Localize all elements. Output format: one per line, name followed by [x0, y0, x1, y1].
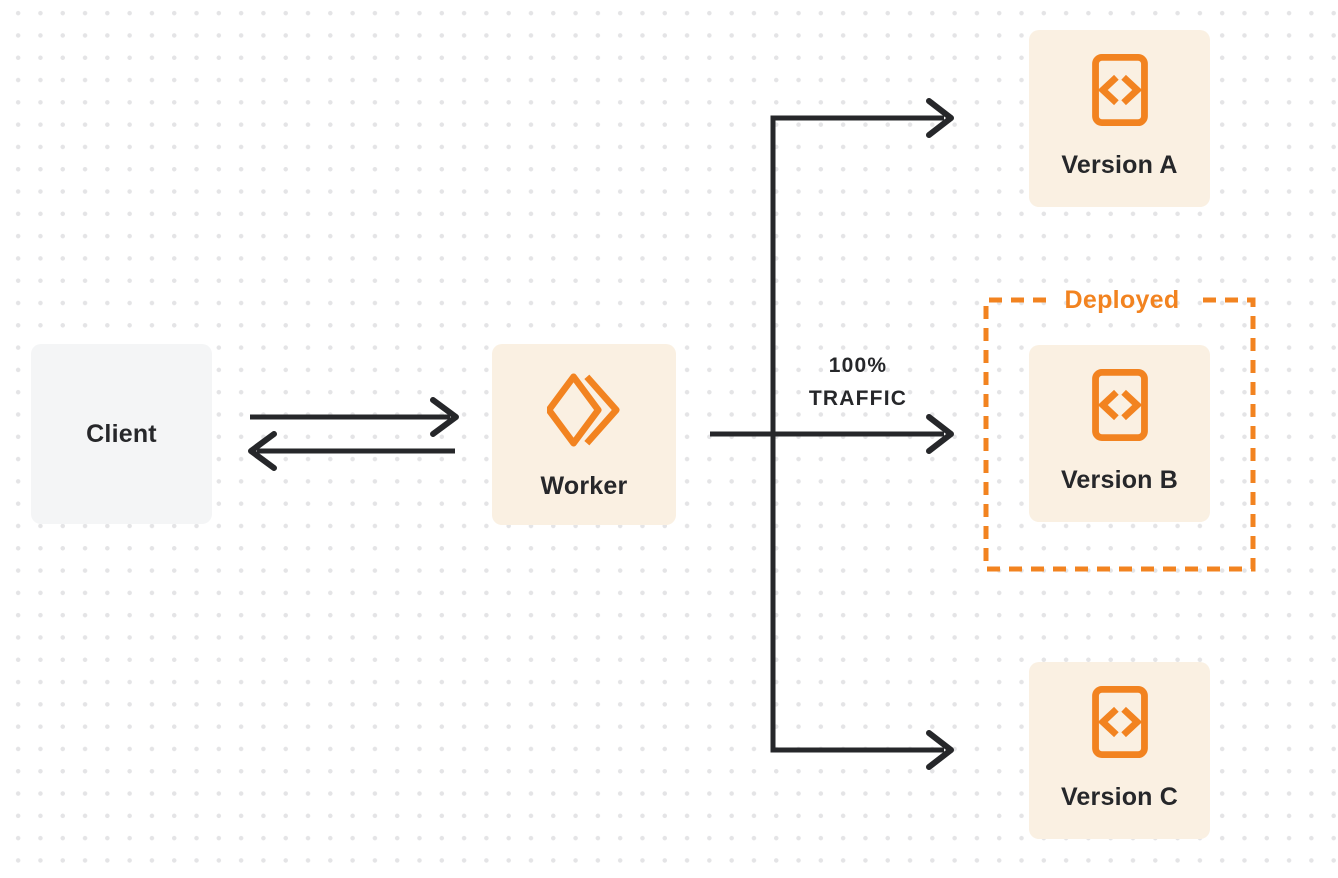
version-c-label: Version C: [1060, 783, 1179, 811]
worker-node: Worker: [492, 344, 676, 525]
arrowhead-version-a: [926, 98, 954, 138]
version-a-label: Version A: [1061, 151, 1178, 179]
client-node-label: Client: [86, 419, 157, 448]
code-file-icon: [1091, 53, 1148, 127]
version-b-node: Version B: [1029, 345, 1210, 522]
worker-node-label: Worker: [540, 472, 628, 500]
version-c-node: Version C: [1029, 662, 1210, 839]
cloudflare-workers-logo-icon: [547, 373, 620, 447]
deployed-group-label: Deployed: [1064, 286, 1180, 314]
traffic-label-line2: TRAFFIC: [808, 387, 908, 410]
version-a-node: Version A: [1029, 30, 1210, 207]
arrowhead-version-c: [926, 730, 954, 770]
worker-to-versions-branch: [710, 98, 954, 770]
client-node: Client: [31, 344, 212, 524]
arrowhead-version-b: [926, 414, 954, 454]
code-file-icon: [1091, 368, 1148, 442]
client-worker-request-arrow: [250, 397, 459, 437]
deployed-group-border: [983, 297, 1256, 572]
traffic-percentage-label: 100% TRAFFIC: [809, 349, 907, 415]
worker-client-response-arrow: [248, 431, 455, 471]
traffic-label-line1: 100%: [828, 354, 888, 377]
version-b-label: Version B: [1060, 466, 1179, 494]
code-file-icon: [1091, 685, 1148, 759]
